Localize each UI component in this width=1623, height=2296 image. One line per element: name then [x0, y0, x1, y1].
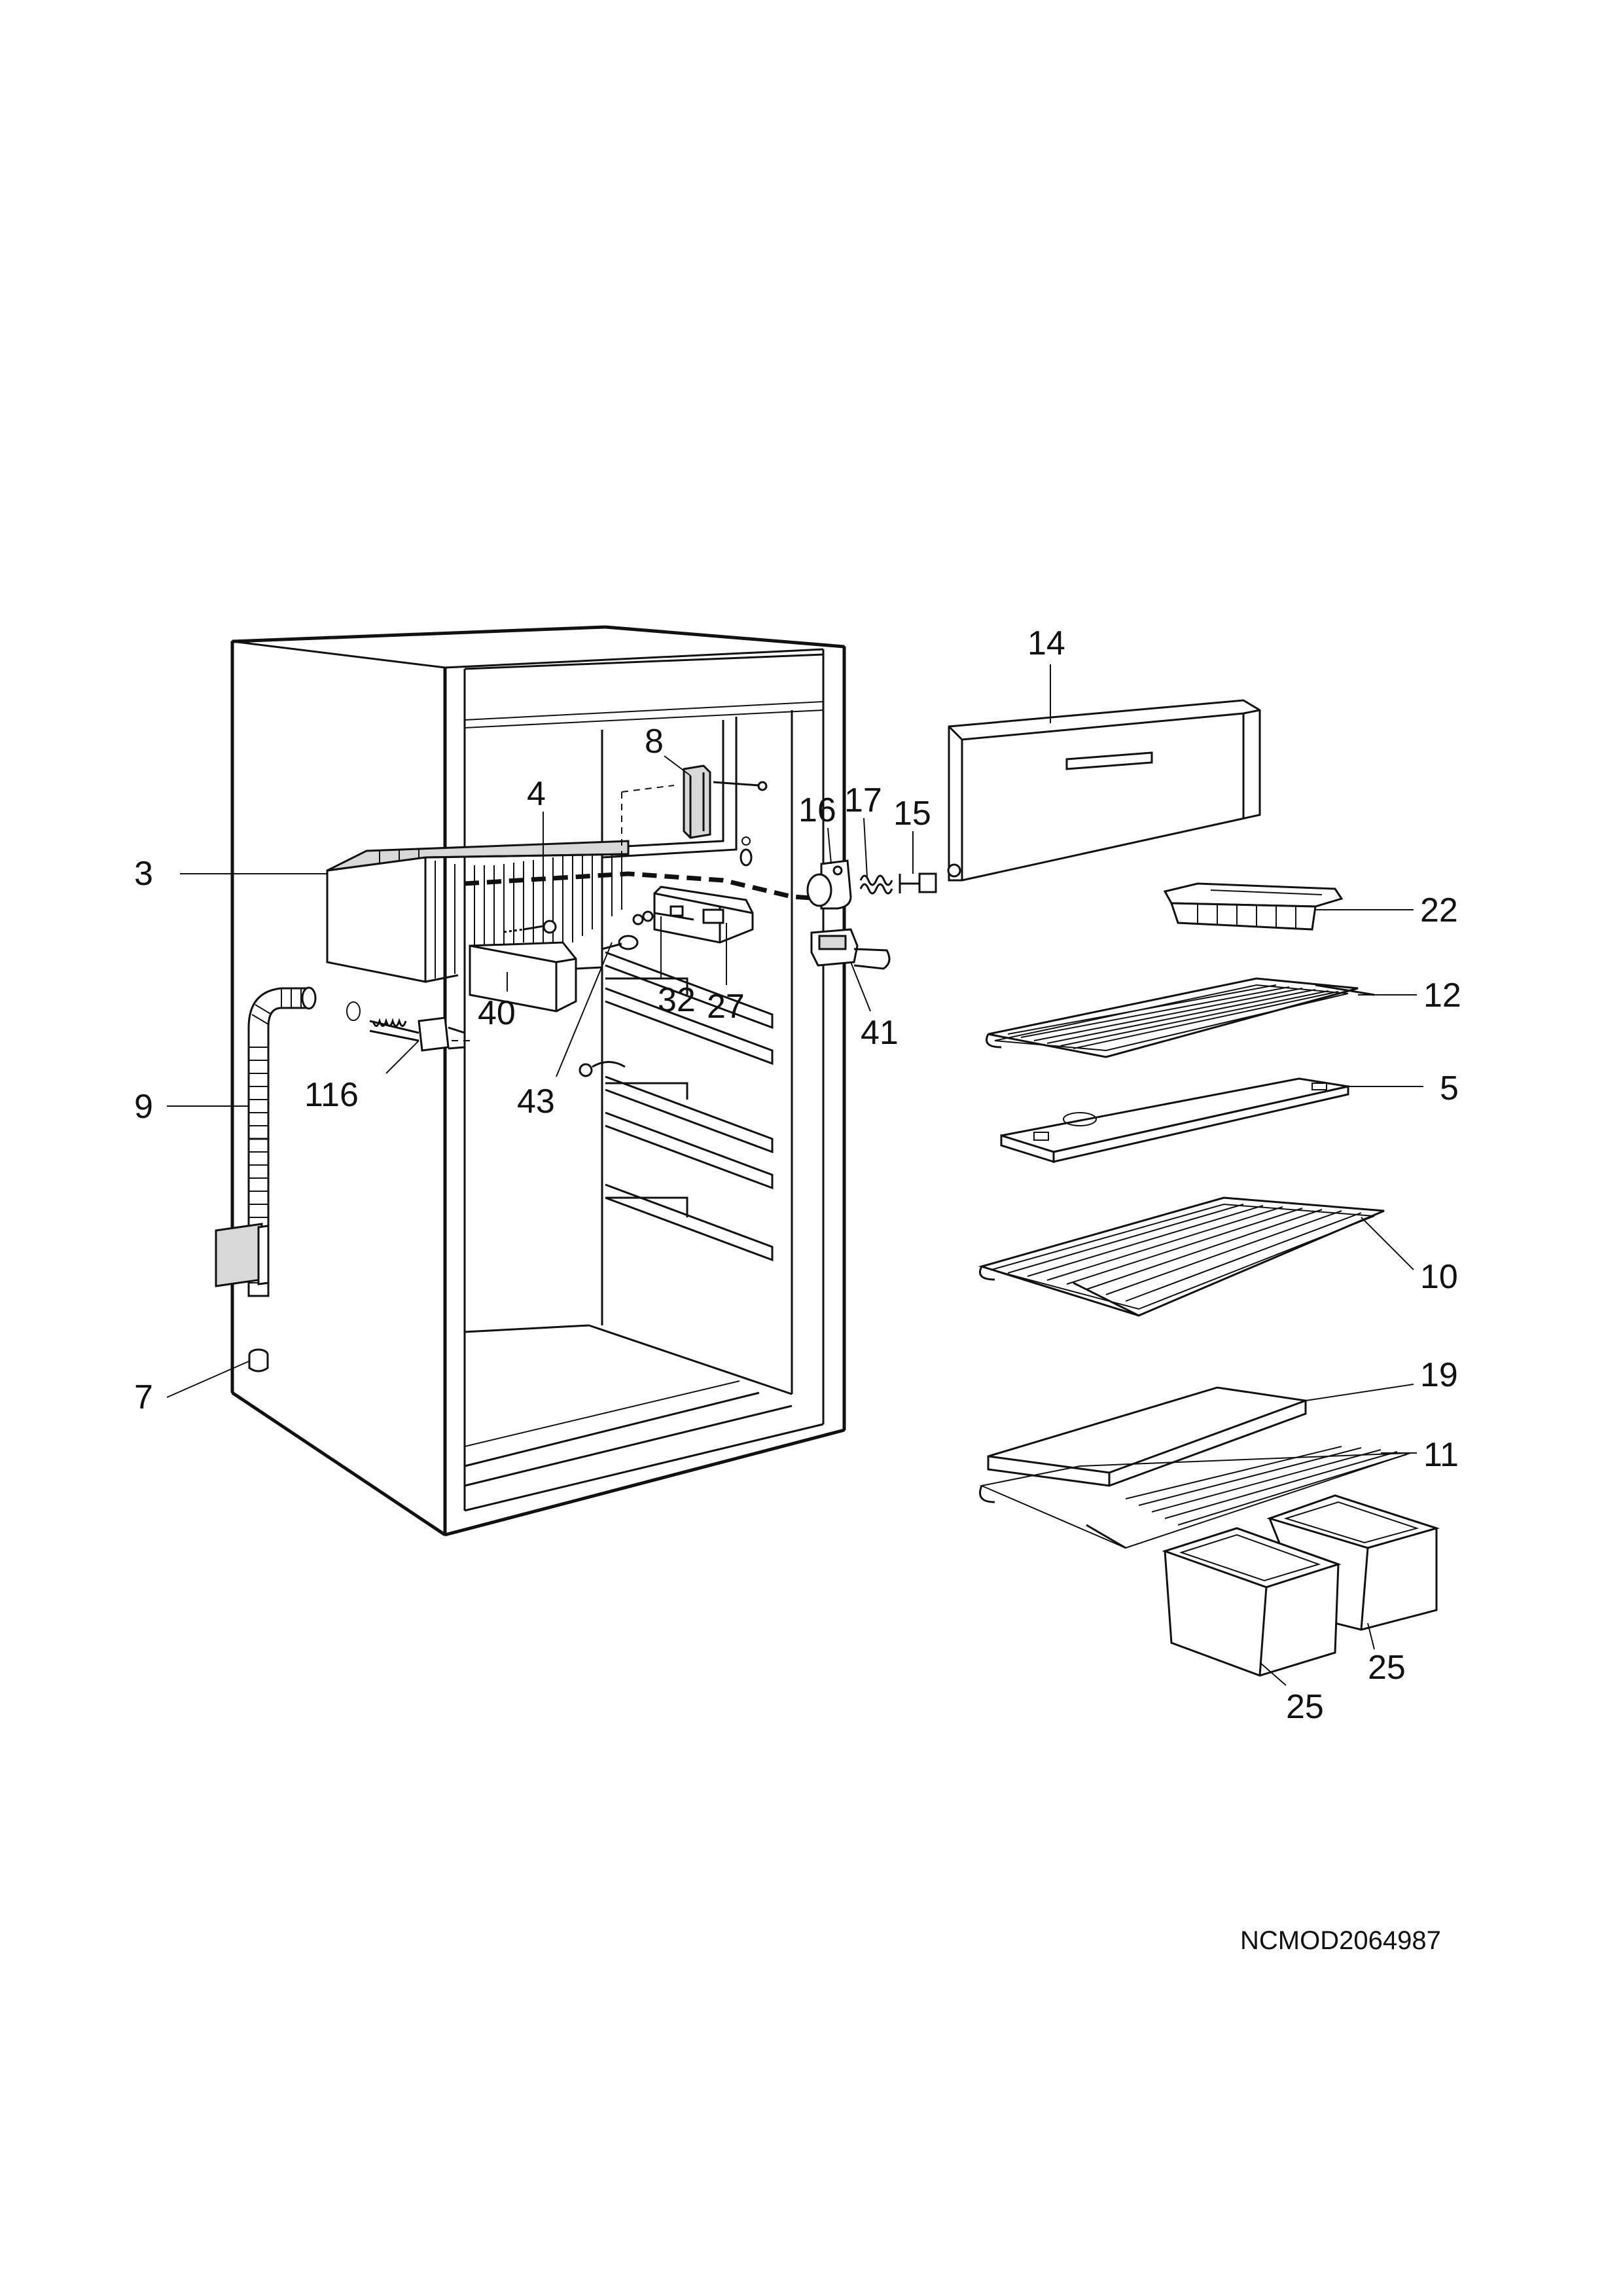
label-17: 17	[844, 781, 882, 819]
part-number-labels: 14 8 4 16 17 15 3 22 12 5 32 27 41 40 11…	[134, 624, 1461, 1726]
label-15: 15	[893, 795, 931, 833]
control-box	[653, 886, 754, 944]
label-19: 19	[1420, 1356, 1458, 1394]
freezer-door-14	[947, 699, 1261, 882]
label-11: 11	[1423, 1436, 1459, 1474]
lamp-holder	[601, 785, 675, 950]
leader-lines	[166, 664, 1423, 1686]
label-4: 4	[527, 775, 546, 813]
bracket-8	[683, 764, 768, 839]
drain-pipe	[215, 986, 317, 1297]
label-25-front: 25	[1286, 1688, 1324, 1726]
drain-plug-7	[248, 1348, 269, 1372]
label-9: 9	[134, 1088, 153, 1126]
label-12: 12	[1423, 977, 1461, 1014]
hinge-16	[806, 859, 852, 910]
label-40: 40	[478, 994, 516, 1032]
label-27: 27	[707, 988, 745, 1026]
thermostat-cover	[469, 941, 603, 1013]
label-3: 3	[134, 855, 153, 893]
label-5: 5	[1440, 1069, 1459, 1107]
crisper-box-front	[1162, 1527, 1342, 1677]
evaporator-fins	[326, 840, 812, 983]
spring-17	[859, 874, 893, 895]
label-116: 116	[304, 1076, 359, 1114]
label-32: 32	[658, 981, 696, 1019]
ice-cube-tray-22	[1163, 882, 1344, 931]
label-16: 16	[798, 791, 836, 829]
wire-shelf-10	[978, 1196, 1385, 1317]
drip-tray-5	[1000, 1077, 1349, 1164]
glass-plate-19	[987, 1386, 1307, 1487]
connector-41	[810, 928, 891, 970]
label-43: 43	[517, 1083, 555, 1121]
drawing-code: NCMOD2064987	[1240, 1926, 1441, 1955]
pin-15	[899, 872, 937, 893]
label-25-back: 25	[1368, 1649, 1406, 1687]
label-22: 22	[1420, 891, 1458, 929]
label-41: 41	[861, 1014, 899, 1052]
label-14: 14	[1027, 624, 1065, 662]
drain-fitting-116	[346, 1001, 471, 1052]
label-8: 8	[645, 723, 664, 761]
wire-shelf-12	[986, 977, 1375, 1058]
label-7: 7	[134, 1378, 153, 1416]
label-10: 10	[1420, 1258, 1458, 1296]
